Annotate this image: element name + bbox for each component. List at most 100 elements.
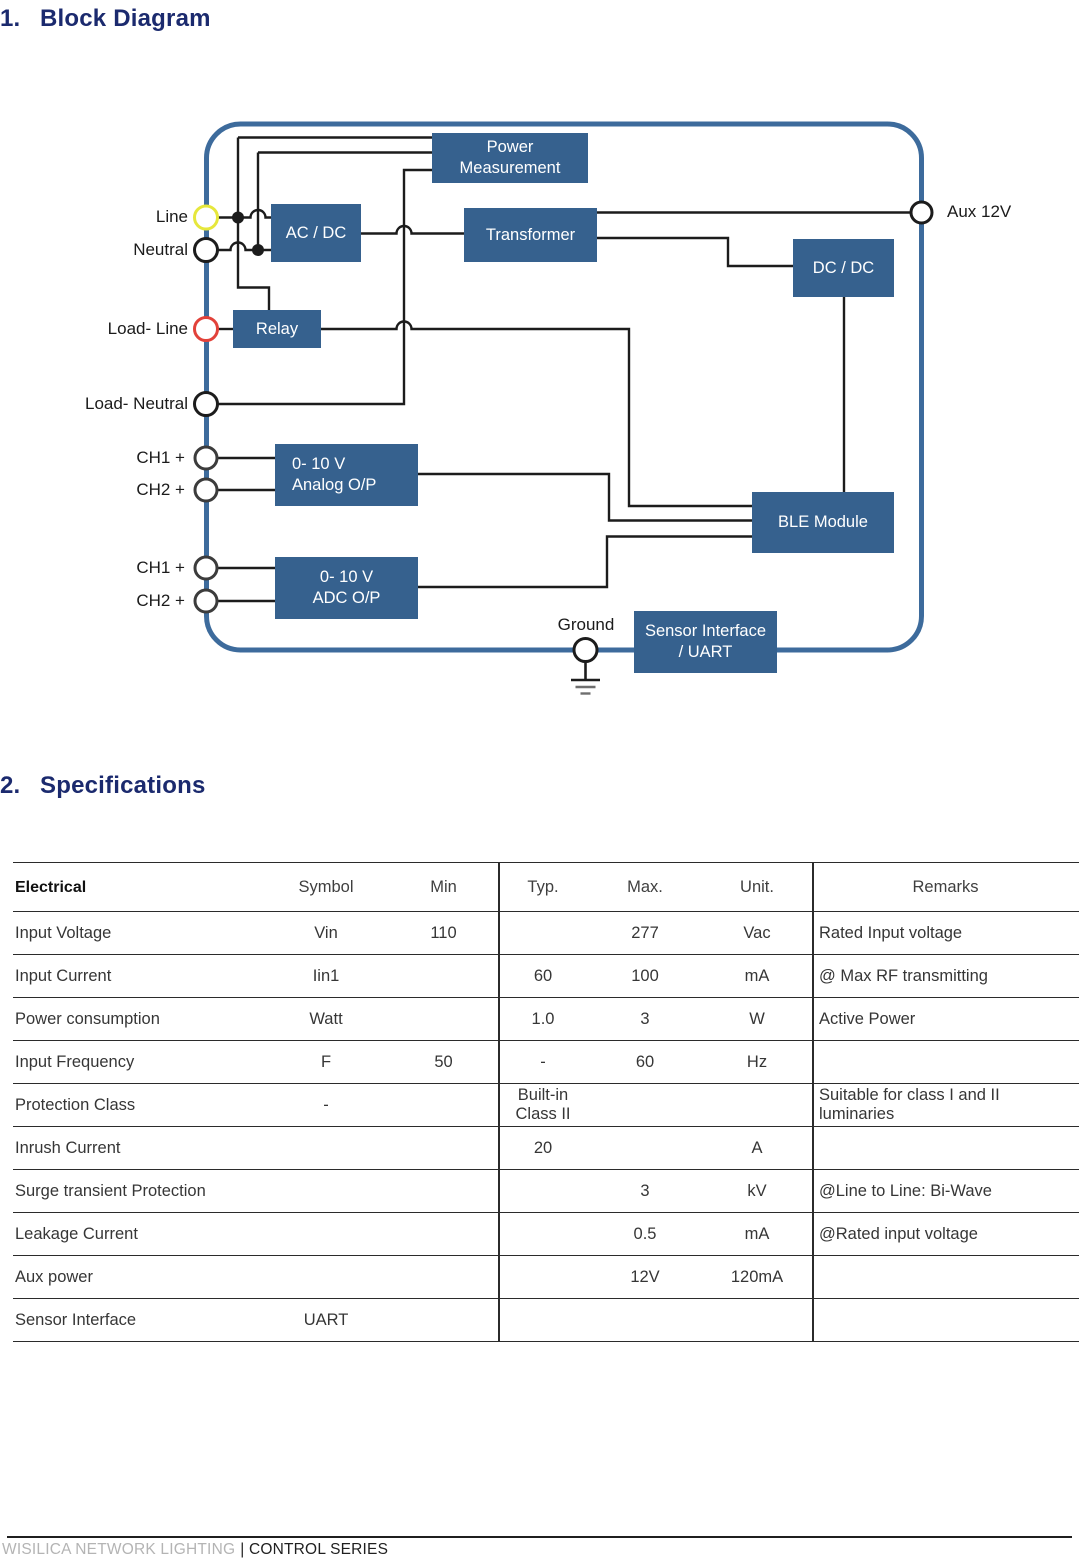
section-2-heading: 2. Specifications — [0, 772, 206, 800]
ground-symbol-icon — [571, 661, 600, 695]
table-cell-param: Input Frequency — [15, 1052, 135, 1071]
label-ground: Ground — [557, 615, 615, 634]
wire-adc-to-ble — [418, 535, 752, 589]
table-cell-typ: 60 — [533, 966, 553, 985]
terminal-aux — [909, 200, 934, 225]
terminal-line — [193, 204, 219, 231]
block-diagram — [193, 121, 934, 695]
block-ble-module: BLE Module — [752, 492, 894, 553]
wire-relay-to-ble — [321, 320, 752, 508]
label-ch2-b: CH2 + — [136, 591, 185, 610]
wire-line-branch — [236, 137, 271, 310]
label-load-line: Load- Line — [107, 319, 188, 338]
label-ch1-b: CH1 + — [136, 558, 185, 577]
table-cell-min: 50 — [434, 1052, 453, 1071]
header-max: Max. — [627, 877, 663, 896]
label-line: Line — [155, 207, 188, 226]
table-row: Input Current Iin1 60 100 mA @ Max RF transmi… — [13, 955, 1079, 998]
table-cell-param: Input Voltage — [15, 923, 112, 942]
footer-series: | CONTROL SERIES — [240, 1541, 389, 1558]
junction-dot-line — [232, 211, 244, 224]
wire-line-to-acdc — [217, 208, 271, 219]
table-cell-typ: 1.0 — [531, 1009, 555, 1028]
table-cell-param: Input Current — [15, 966, 112, 985]
table-row: Input Voltage Vin 110 277 Vac Rated Input vol… — [13, 912, 1079, 955]
table-cell-max: 277 — [631, 923, 659, 942]
section-2-title: Specifications — [40, 772, 206, 799]
table-cell-remarks: @ Max RF transmitting — [819, 966, 988, 985]
table-cell-symbol: Vin — [314, 923, 338, 942]
wire-acdc-to-transformer — [361, 224, 464, 235]
table-cell-unit: mA — [744, 966, 770, 985]
table-cell-unit: mA — [744, 1224, 770, 1243]
label-neutral: Neutral — [133, 240, 188, 259]
section-2-number: 2. — [0, 772, 21, 799]
table-cell-max: 3 — [640, 1181, 650, 1200]
table-cell-unit: 120mA — [730, 1267, 784, 1286]
table-cell-param: Protection Class — [15, 1095, 136, 1114]
table-cell-unit: Vac — [743, 923, 771, 942]
section-1-title: Block Diagram — [40, 5, 211, 32]
block-adc-op: 0- 10 V ADC O/P — [275, 557, 418, 619]
terminal-ch1-b — [193, 555, 219, 581]
terminal-ch1-a — [193, 445, 219, 471]
table-cell-param: Surge transient Protection — [15, 1181, 206, 1200]
wire-power-meas-to-load-neutral — [217, 168, 432, 406]
table-vertical-divider-2 — [812, 862, 814, 1342]
label-ch2-a: CH2 + — [136, 480, 185, 499]
table-row: Leakage Current 0.5 mA @Rated input voltage — [13, 1213, 1079, 1256]
table-cell-unit: Hz — [746, 1052, 768, 1071]
footer-rule — [7, 1536, 1072, 1538]
terminal-neutral — [193, 237, 219, 263]
wire-transformer-to-dcdc — [597, 236, 793, 268]
table-cell-remarks: @Rated input voltage — [819, 1224, 978, 1243]
block-analog-op: 0- 10 V Analog O/P — [275, 444, 418, 506]
table-cell-symbol: Iin1 — [312, 966, 340, 985]
table-cell-typ: - — [540, 1052, 546, 1071]
table-cell-symbol: Watt — [309, 1009, 343, 1028]
table-cell-min: 110 — [430, 923, 457, 942]
label-ch1-a: CH1 + — [136, 448, 185, 467]
table-cell-max: 0.5 — [633, 1224, 657, 1243]
header-min: Min — [430, 877, 457, 896]
table-cell-param: Sensor Interface — [15, 1310, 137, 1329]
table-cell-symbol: - — [323, 1095, 329, 1114]
specifications-table: Electrical Symbol Min Typ. Max. Unit. Re… — [13, 862, 1079, 1342]
table-cell-max: 60 — [635, 1052, 655, 1071]
table-cell-remarks: @Line to Line: Bi-Wave — [819, 1181, 992, 1200]
table-cell-remarks: Active Power — [819, 1009, 916, 1028]
table-cell-remarks: Rated Input voltage — [819, 923, 963, 942]
header-unit: Unit. — [740, 877, 774, 896]
table-cell-param: Power consumption — [15, 1009, 160, 1028]
enclosure-border — [204, 121, 924, 653]
block-relay: Relay — [233, 310, 321, 348]
block-transformer: Transformer — [464, 208, 597, 262]
wires — [217, 136, 911, 603]
table-cell-param: Leakage Current — [15, 1224, 138, 1243]
header-typ: Typ. — [527, 877, 559, 896]
terminal-load-line — [193, 316, 219, 342]
table-row: Inrush Current 20 A — [13, 1127, 1079, 1170]
spec-table-body: Input Voltage Vin 110 277 Vac Rated Input vol… — [13, 912, 1079, 1342]
label-aux-12v: Aux 12V — [947, 202, 1012, 221]
block-dc-dc: DC / DC — [793, 239, 894, 297]
table-cell-unit: kV — [747, 1181, 767, 1200]
block-ac-dc: AC / DC — [271, 204, 361, 262]
table-header-row: Electrical Symbol Min Typ. Max. Unit. Re… — [13, 862, 1079, 912]
table-vertical-divider-1 — [498, 862, 500, 1342]
table-cell-unit: A — [751, 1138, 763, 1157]
table-cell-typ: 20 — [533, 1138, 553, 1157]
table-row: Surge transient Protection 3 kV @Line to Li… — [13, 1170, 1079, 1213]
block-power-measurement: Power Measurement — [432, 133, 588, 183]
section-1-number: 1. — [0, 5, 21, 32]
table-cell-max: 100 — [631, 966, 659, 985]
junction-dot-neutral — [252, 244, 264, 256]
header-symbol: Symbol — [298, 877, 354, 896]
table-cell-param: Inrush Current — [15, 1138, 121, 1157]
